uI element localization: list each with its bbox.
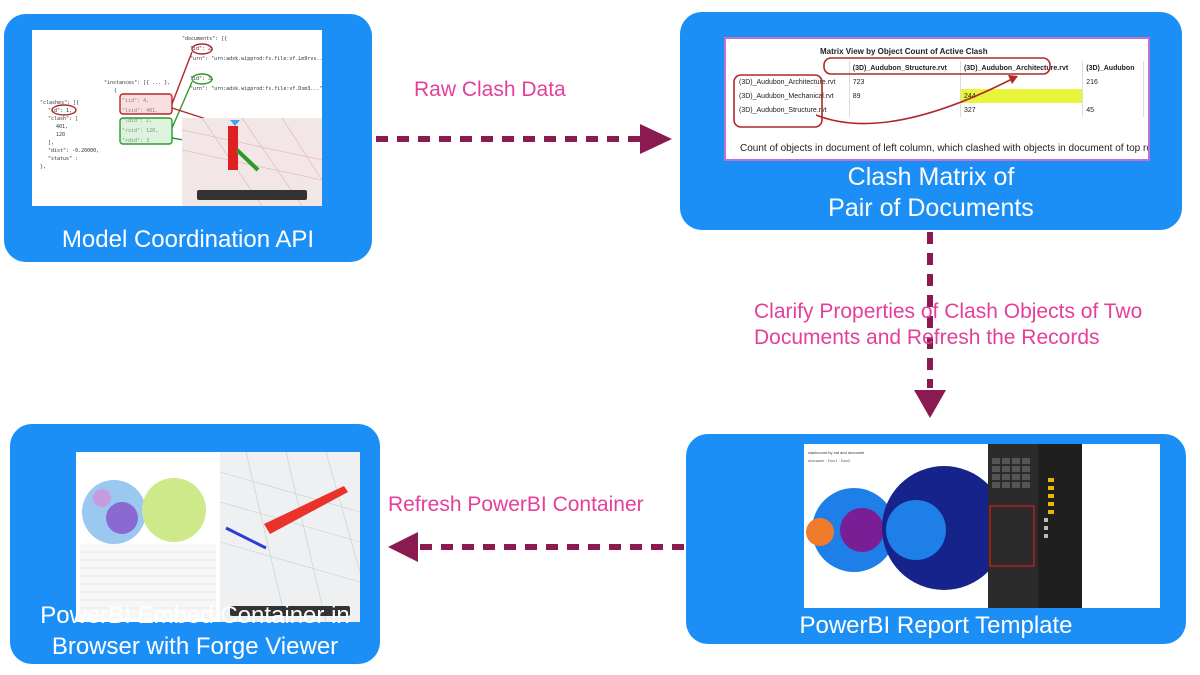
clash-matrix-table: (3D)_Audubon_Structure.rvt (3D)_Audubon_… <box>736 61 1144 117</box>
matrix-cell <box>1082 89 1144 103</box>
matrix-col-header: (3D)_Audubon_Structure.rvt <box>849 61 961 75</box>
clash-matrix-caption-line1: Clash Matrix of <box>847 163 1015 191</box>
matrix-note: Count of objects in document of left col… <box>740 143 1150 154</box>
embed-viewer-illustration <box>76 452 360 622</box>
matrix-col-header: (3D)_Audubon <box>1082 61 1144 75</box>
matrix-cell: 45 <box>1082 103 1144 117</box>
powerbi-desktop-screenshot: clashcount by cat and docname docname · … <box>804 444 1160 608</box>
arrow-refresh-head <box>388 532 418 562</box>
svg-text:"clashes": [{: "clashes": [{ <box>40 100 79 106</box>
json-code-illustration: "clashes": [{ "id": 1, "clash": [ 401, 1… <box>40 36 322 206</box>
clash-matrix-screenshot: Matrix View by Object Count of Active Cl… <box>724 37 1150 161</box>
edge-label-raw: Raw Clash Data <box>414 78 566 101</box>
matrix-cell: 89 <box>849 89 961 103</box>
edge-label-clarify: Clarify Properties of Clash Objects of T… <box>754 299 1142 351</box>
svg-text:{: { <box>114 88 117 94</box>
json-viewer-screenshot: "clashes": [{ "id": 1, "clash": [ 401, 1… <box>32 30 322 206</box>
powerbi-template-node: clashcount by cat and docname docname · … <box>686 434 1186 644</box>
svg-text:clashcount by cat and docname: clashcount by cat and docname <box>808 450 865 455</box>
svg-text:"id": 3,: "id": 3, <box>190 76 214 82</box>
svg-text:"documents": [{: "documents": [{ <box>182 36 227 42</box>
matrix-corner-cell <box>736 61 850 75</box>
matrix-cell <box>849 103 961 117</box>
model-coordination-caption: Model Coordination API <box>61 226 315 253</box>
svg-text:120: 120 <box>56 132 65 138</box>
matrix-col-header: (3D)_Audubon_Architecture.rvt <box>960 61 1084 75</box>
svg-text:"urn": "urn:adsk.wipprod:fs.fi: "urn": "urn:adsk.wipprod:fs.file:vf.Lm9r… <box>190 56 322 62</box>
matrix-cell: 216 <box>1082 75 1144 89</box>
embed-caption-line1: PowerBI Embed Container in <box>40 602 350 629</box>
svg-text:401,: 401, <box>56 124 68 130</box>
svg-text:"instances": [{ ... },: "instances": [{ ... }, <box>104 80 170 86</box>
model-coordination-node: "clashes": [{ "id": 1, "clash": [ 401, 1… <box>4 14 372 262</box>
embed-caption-line2: Browser with Forge Viewer <box>51 633 339 660</box>
edge-label-clarify-line1: Clarify Properties of Clash Objects of T… <box>754 300 1143 323</box>
svg-text:},: }, <box>40 164 46 170</box>
matrix-cell: 723 <box>849 75 961 89</box>
clash-matrix-caption-line2: Pair of Documents <box>828 194 1034 222</box>
embed-browser-screenshot <box>76 452 360 622</box>
matrix-cell-highlighted: 244 <box>960 89 1084 103</box>
matrix-cell: 327 <box>960 103 1084 117</box>
embed-container-caption: PowerBI Embed Container in Browser with … <box>10 600 380 662</box>
edge-label-clarify-line2: Documents and Refresh the Records <box>754 326 1100 349</box>
clash-matrix-node: Matrix View by Object Count of Active Cl… <box>680 12 1182 230</box>
svg-text:],: ], <box>48 140 54 146</box>
svg-text:"status" :: "status" : <box>48 156 78 162</box>
embed-container-node: PowerBI Embed Container in Browser with … <box>10 424 380 664</box>
svg-text:"urn": "urn:adsk.wipprod:fs.fi: "urn": "urn:adsk.wipprod:fs.file:vf.Dsm3… <box>190 86 322 92</box>
matrix-row: (3D)_Audubon_Structure.rvt 327 45 <box>736 103 1144 117</box>
matrix-cell <box>960 75 1084 89</box>
arrow-raw-head <box>640 124 672 154</box>
svg-text:"dist": -0.20000,: "dist": -0.20000, <box>48 148 99 154</box>
svg-text:docname · Doc1 · Doc2: docname · Doc1 · Doc2 <box>808 458 851 463</box>
arrow-clarify-head <box>914 390 946 418</box>
matrix-header-row: (3D)_Audubon_Structure.rvt (3D)_Audubon_… <box>736 61 1144 75</box>
powerbi-report-illustration: clashcount by cat and docname docname · … <box>806 444 1160 608</box>
svg-text:"id": 2,: "id": 2, <box>190 46 214 52</box>
clash-matrix-caption: Clash Matrix of Pair of Documents <box>680 162 1182 224</box>
powerbi-template-caption: PowerBI Report Template <box>799 612 1073 639</box>
edge-label-refresh: Refresh PowerBI Container <box>388 493 644 516</box>
matrix-callouts <box>733 57 1051 128</box>
svg-text:"id": 1,: "id": 1, <box>48 108 72 114</box>
svg-text:"clash": [: "clash": [ <box>48 116 78 122</box>
matrix-title: Matrix View by Object Count of Active Cl… <box>820 47 988 56</box>
